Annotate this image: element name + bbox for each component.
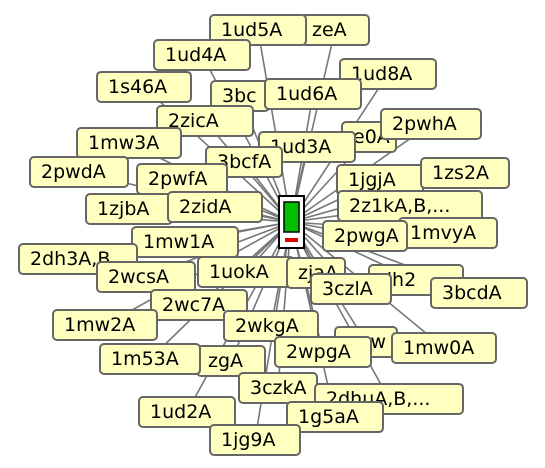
node-1mw0a[interactable]: 1mw0A <box>391 332 497 364</box>
node-3czka[interactable]: 3czkA <box>238 372 318 404</box>
node-1ud6a[interactable]: 1ud6A <box>264 78 362 110</box>
node-1ud2a[interactable]: 1ud2A <box>138 396 236 428</box>
node-1zjba[interactable]: 1zjbA <box>85 193 173 225</box>
node-1ud5a[interactable]: 1ud5A <box>209 14 307 46</box>
node-2pwga-a[interactable]: 2pwgA <box>322 220 408 252</box>
node-2pwfa[interactable]: 2pwfA <box>136 163 228 195</box>
node-2wcsa[interactable]: 2wcsA <box>96 261 196 293</box>
edge-n40 <box>290 221 390 400</box>
node-1jg9a[interactable]: 1jg9A <box>209 424 301 456</box>
node-1mw1a[interactable]: 1mw1A <box>131 226 239 258</box>
node-2pwda[interactable]: 2pwdA <box>29 156 129 188</box>
node-zea[interactable]: zeA <box>300 14 370 46</box>
node-1zs2a[interactable]: 1zs2A <box>420 157 510 189</box>
node-3bcda[interactable]: 3bcdA <box>430 277 528 309</box>
node-3czla[interactable]: 3czlA <box>310 273 392 305</box>
node-zga[interactable]: zgA <box>196 345 266 377</box>
node-2wpga-b[interactable]: 2wpgA <box>274 336 372 368</box>
node-1ud4a[interactable]: 1ud4A <box>153 39 251 71</box>
edge-n02 <box>257 29 292 223</box>
node-1g5aa[interactable]: 1g5aA <box>286 401 384 433</box>
node-1mvya[interactable]: 1mvyA <box>398 217 498 249</box>
node-1m53a[interactable]: 1m53A <box>99 343 201 375</box>
node-1mw3a[interactable]: 1mw3A <box>76 127 182 159</box>
node-1uoka[interactable]: 1uokA <box>197 256 295 288</box>
node-2pwha[interactable]: 2pwhA <box>380 108 482 140</box>
node-2zida[interactable]: 2zidA <box>167 191 263 223</box>
node-1mw2a[interactable]: 1mw2A <box>52 309 158 341</box>
node-1s46a[interactable]: 1s46A <box>96 71 192 103</box>
